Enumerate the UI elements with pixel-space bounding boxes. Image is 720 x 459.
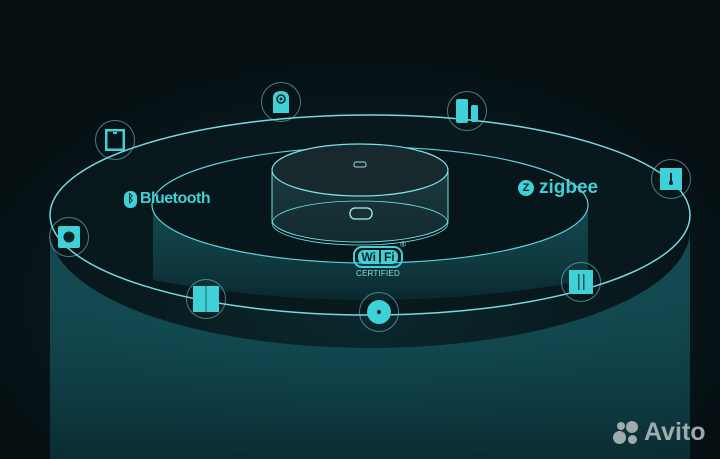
avito-watermark: Avito [613, 418, 706, 447]
door-window-sensor-icon [456, 99, 478, 123]
thermometer-icon [660, 168, 682, 190]
device-wall-switch-double [186, 279, 226, 319]
device-temperature-sensor [651, 159, 691, 199]
tablet-icon [105, 129, 125, 151]
device-camera [261, 82, 301, 122]
bluetooth-icon: ᛒ [124, 190, 137, 208]
zigbee-label: Z zigbee [518, 177, 598, 199]
device-door-sensor [447, 91, 487, 131]
avito-logo-icon [613, 420, 641, 445]
device-smart-screen [95, 120, 135, 160]
mi-logo-icon [353, 161, 367, 168]
device-wireless-button [359, 292, 399, 332]
wall-switch-icon [193, 286, 219, 312]
triple-switch-icon [569, 270, 593, 294]
round-button-icon [367, 300, 391, 324]
wifi-icon: Wi Fi [353, 246, 403, 268]
device-smart-plug [49, 217, 89, 257]
zigbee-icon: Z [518, 180, 534, 196]
socket-icon [58, 226, 80, 248]
indicator-light-icon [349, 207, 373, 220]
bluetooth-label: ᛒ Bluetooth [124, 190, 211, 208]
device-wall-switch-triple [561, 262, 601, 302]
camera-icon [273, 91, 289, 113]
wifi-certified-logo: ® Wi Fi CERTIFIED [348, 240, 408, 278]
